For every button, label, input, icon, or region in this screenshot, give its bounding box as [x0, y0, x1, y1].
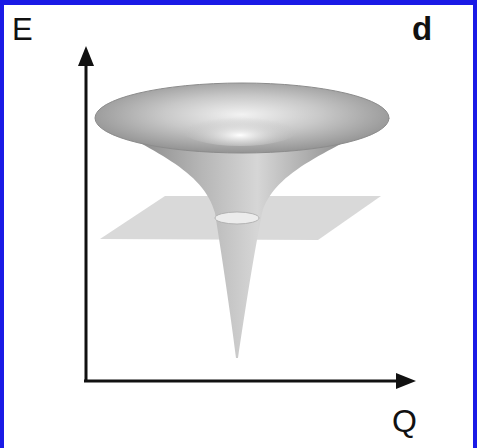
- axis-label: Q: [392, 405, 417, 437]
- rim-highlight: [180, 110, 300, 146]
- funnel-rim: [95, 83, 389, 153]
- panel-letter: d: [412, 12, 432, 45]
- frame-right: [473, 0, 477, 448]
- cross-section: [215, 212, 259, 224]
- frame-top: [0, 0, 477, 5]
- q-axis: [84, 380, 400, 383]
- funnel-body: [95, 118, 390, 358]
- axis-arrowhead: [78, 46, 94, 66]
- axis-label: E: [12, 14, 33, 45]
- energy-axis: [85, 62, 88, 382]
- axis-arrowhead: [396, 373, 416, 389]
- frame-left: [0, 0, 4, 448]
